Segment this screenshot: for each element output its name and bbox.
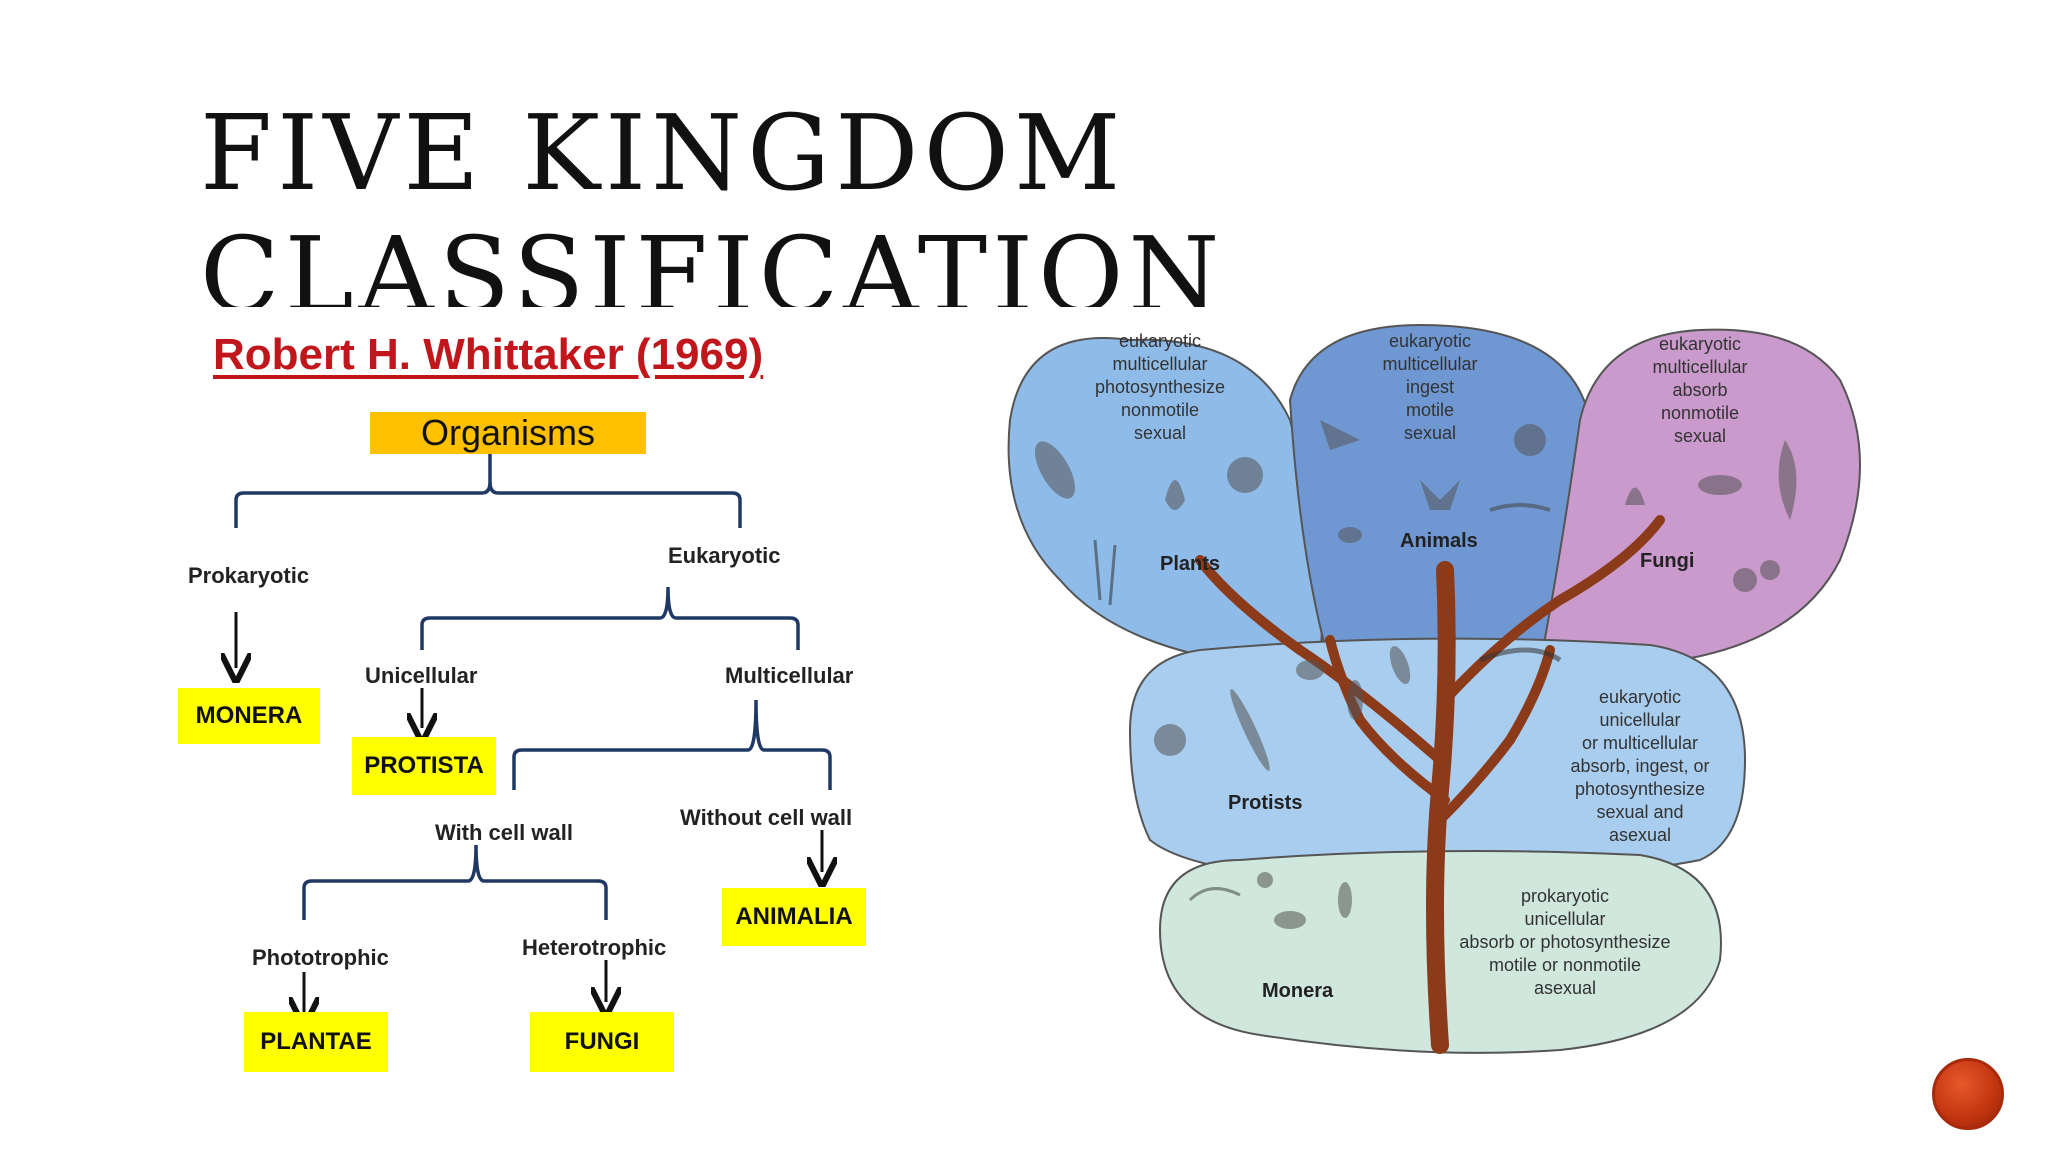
kingdom-label-plants: Plants [1160, 553, 1221, 575]
kingdom-label-animals: Animals [1400, 530, 1478, 552]
label-heterotrophic: Heterotrophic [522, 935, 667, 960]
bracket-organisms [234, 481, 742, 528]
kingdom-label-protists: Protists [1228, 792, 1303, 814]
slide-subtitle: Robert H. Whittaker (1969) [213, 330, 764, 379]
root-box-organisms: Organisms [370, 412, 646, 454]
kingdom-label-monera: Monera [1262, 980, 1334, 1002]
kingdom-diagram [1007, 323, 1861, 1054]
label-without-cell-wall: Without cell wall [680, 805, 853, 830]
slide-title: FIVE KINGDOM CLASSIFICATION [200, 92, 1300, 307]
box-monera: MONERA [178, 688, 320, 744]
flowchart-arrows [236, 612, 822, 1012]
box-fungi: FUNGI [530, 1012, 674, 1072]
slide-title-line-1: FIVE KINGDOM [200, 92, 1126, 214]
kingdom-label-fungi: Fungi [1640, 550, 1695, 572]
label-eukaryotic: Eukaryotic [668, 543, 781, 568]
lobe-fungi [1538, 328, 1861, 667]
label-with-cell-wall: With cell wall [435, 820, 573, 845]
label-prokaryotic: Prokaryotic [188, 563, 310, 588]
label-multicellular: Multicellular [725, 663, 854, 688]
bracket-eukaryotic [420, 586, 800, 650]
bracket-with-cell-wall [302, 844, 608, 920]
slide-title-line-2: CLASSIFICATION [200, 214, 1225, 307]
next-slide-icon [1935, 1061, 2001, 1127]
label-phototrophic: Phototrophic [252, 945, 389, 970]
organism-sketches [1034, 420, 1797, 929]
box-plantae: PLANTAE [244, 1012, 388, 1072]
bracket-multicellular [512, 699, 832, 790]
lobe-plants [1007, 336, 1323, 667]
box-protista: PROTISTA [352, 737, 496, 795]
tree-branches [1195, 515, 1665, 825]
box-animalia: ANIMALIA [722, 888, 866, 946]
next-slide-button[interactable] [1932, 1058, 2004, 1130]
label-unicellular: Unicellular [365, 663, 478, 688]
